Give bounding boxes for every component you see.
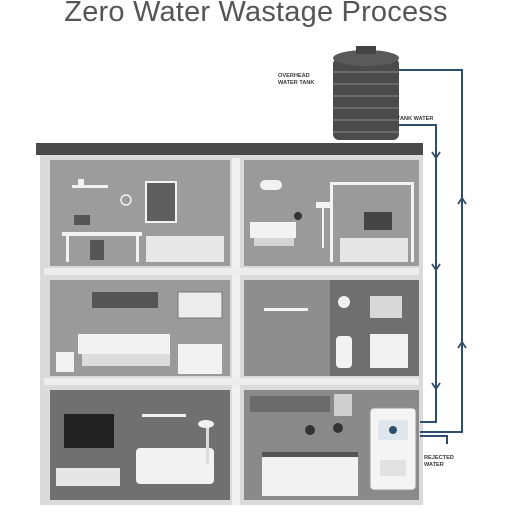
arrow-up-icon xyxy=(457,340,467,349)
rejected-water-pipe xyxy=(420,435,448,444)
tank-water-pipe xyxy=(399,124,437,423)
rejected-water-label-line2: WATER xyxy=(424,462,444,468)
arrow-down-icon xyxy=(431,151,441,160)
pipe-system xyxy=(399,69,463,444)
overhead-tank-label-line2: WATER TANK xyxy=(278,80,315,86)
arrow-up-icon xyxy=(457,196,467,205)
return-pipe xyxy=(399,69,463,433)
roof xyxy=(36,143,423,155)
arrow-down-icon xyxy=(431,382,441,391)
room-bathroom xyxy=(244,280,419,376)
overhead-tank-label: OVERHEAD WATER TANK xyxy=(278,73,314,87)
overhead-tank-label-line1: OVERHEAD xyxy=(278,73,310,79)
diagram-title: Zero Water Wastage Process xyxy=(64,0,448,28)
room-living xyxy=(50,390,230,500)
water-tank-icon xyxy=(333,46,399,140)
rejected-water-label: REJECTED WATER xyxy=(424,455,454,469)
arrow-down-icon xyxy=(431,263,441,272)
rejected-water-label-line1: REJECTED xyxy=(424,455,454,461)
tank-water-label: TANK WATER xyxy=(397,116,434,122)
room-study xyxy=(50,160,230,266)
ro-purifier-icon xyxy=(369,407,417,491)
room-office xyxy=(244,160,419,266)
room-bedroom xyxy=(50,280,230,376)
